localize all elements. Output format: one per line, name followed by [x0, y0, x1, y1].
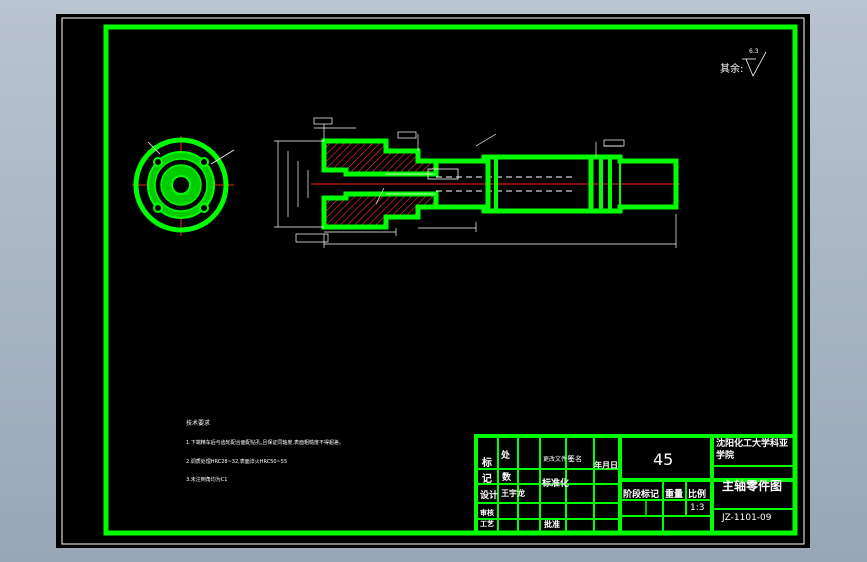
tb-mark-2: 记	[482, 474, 492, 485]
tb-count: 处	[501, 451, 511, 461]
tb-process-label: 工艺	[480, 520, 494, 528]
title-block	[474, 434, 797, 535]
tech-requirement-1: 1.下端精车后与齿轮配合面配钻孔,且保证同轴度,表面粗糙度不得超差。	[186, 440, 344, 446]
tb-review-label: 审核	[480, 509, 494, 517]
drawing-canvas	[61, 17, 805, 545]
tb-designer-name: 王宇龙	[501, 489, 525, 498]
tb-weight-label: 重量	[665, 490, 684, 500]
end-view	[132, 136, 235, 236]
roughness-label: 其余:	[720, 64, 744, 75]
tech-requirements-title: 技术要求	[186, 420, 211, 427]
tb-material: 45	[653, 450, 674, 469]
drawing-frame	[103, 24, 798, 536]
tech-requirement-2: 2.调质处理HRC28~32,表面淬火HRC50~55	[186, 459, 288, 465]
dimensions	[274, 117, 677, 248]
tb-approve-label: 批准	[544, 520, 560, 529]
tb-count-2: 数	[502, 473, 512, 483]
tech-requirement-3: 3.未注倒角均为C1	[186, 477, 228, 483]
tb-mark: 标	[482, 458, 492, 469]
shaft-section-view	[311, 138, 680, 230]
drawing-sheet: 其余: 6.3 技术要求 1.下端精车后与齿轮配合面配钻孔,且保证同轴度,表面粗…	[56, 14, 810, 548]
tb-part-name: 主轴零件图	[722, 479, 783, 493]
tb-change-doc: 更改文件号	[543, 456, 574, 463]
roughness-value: 6.3	[749, 48, 759, 55]
tb-scale-label: 比例	[688, 490, 707, 500]
tb-school: 沈阳化工大学科亚学院	[716, 439, 789, 461]
tb-scale-value: 1:3	[690, 503, 705, 513]
tb-stage-label: 阶段标记	[623, 490, 660, 500]
roughness-symbol	[742, 51, 767, 77]
sheet-border	[61, 17, 805, 545]
tb-date: 年月日	[594, 461, 618, 470]
tb-designer-label: 设计	[480, 491, 499, 501]
tb-sign: 签名	[568, 455, 582, 463]
tb-drawing-no: JZ-1101-09	[722, 513, 772, 523]
tb-standard: 标准化	[542, 479, 570, 489]
